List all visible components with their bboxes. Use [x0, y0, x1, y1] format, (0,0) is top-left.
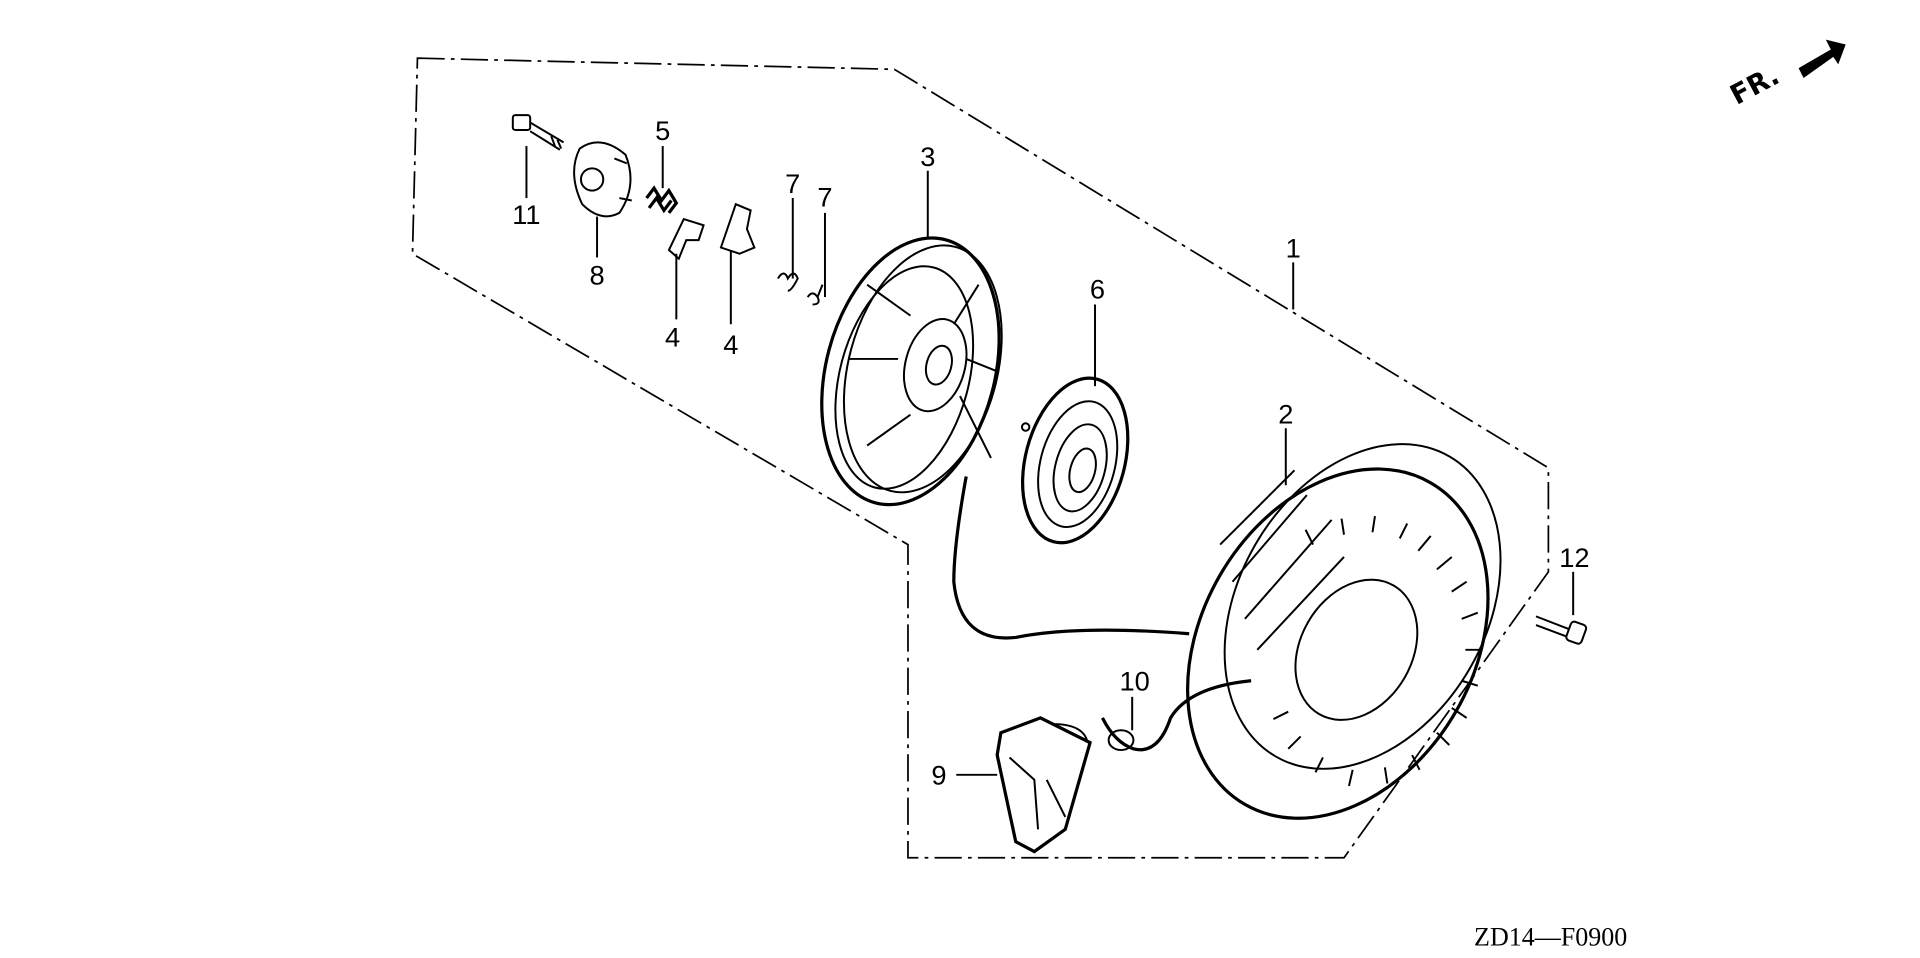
callout-10: 10: [1120, 666, 1150, 697]
part-6-recoil-spring: [1020, 376, 1130, 545]
callout-12: 12: [1559, 542, 1589, 573]
callout-7: 7: [817, 182, 832, 213]
front-label: FR.: [1725, 60, 1784, 111]
assembly-boundary: [411, 57, 1550, 859]
front-direction-indicator: FR.: [1725, 39, 1846, 111]
part-3-reel: [820, 236, 1003, 507]
part-11-bolt: [511, 114, 565, 151]
part-12-bolt: [1535, 615, 1588, 645]
front-arrow-icon: [1798, 39, 1846, 78]
callout-2: 2: [1278, 398, 1293, 429]
part-10-rope-knot: [1101, 679, 1252, 752]
callout-6: 6: [1090, 273, 1105, 304]
callout-4: 4: [665, 322, 680, 353]
part-7-spring: [806, 284, 824, 306]
callout-8: 8: [589, 260, 604, 291]
callout-1: 1: [1286, 232, 1301, 263]
starter-rope: [952, 476, 1190, 640]
part-8-ratchet-guide: [573, 141, 632, 218]
callout-3: 3: [920, 141, 935, 172]
callout-7: 7: [785, 168, 800, 199]
part-2-starter-case: [1186, 443, 1502, 820]
part-9-starter-grip: [995, 716, 1092, 854]
part-4-ratchet: [719, 202, 756, 255]
figure-code: ZD14—F0900: [1474, 923, 1627, 952]
part-4-ratchet: [667, 217, 705, 261]
part-5-spring: [645, 185, 679, 214]
callout-11: 11: [512, 199, 540, 230]
leader-lines: [525, 146, 1575, 776]
part-7-spring: [777, 272, 799, 292]
callout-5: 5: [655, 115, 670, 146]
callout-9: 9: [931, 760, 946, 791]
callout-4: 4: [723, 329, 738, 360]
